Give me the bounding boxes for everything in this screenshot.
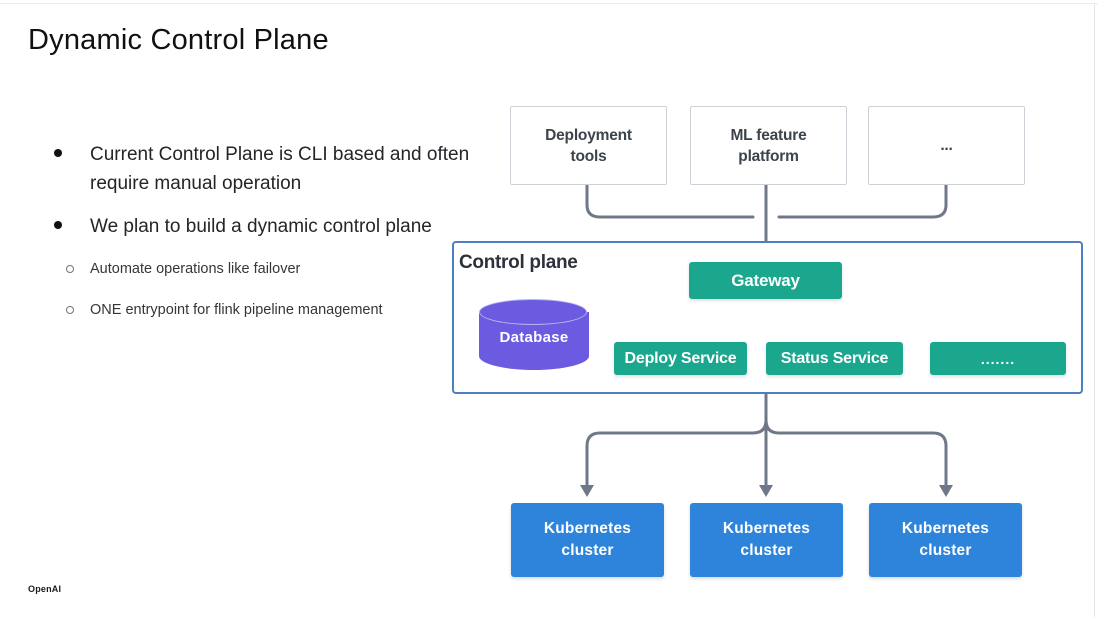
source-box-deployment-tools: Deployment tools [510, 106, 667, 185]
database-cylinder-top [479, 299, 587, 325]
bullet-dot-icon [54, 221, 62, 229]
gateway-node: Gateway [689, 262, 842, 299]
kubernetes-cluster-label: Kubernetes cluster [543, 520, 632, 559]
bullet-item-2: We plan to build a dynamic control plane [52, 212, 500, 241]
deploy-service-label: Deploy Service [624, 349, 737, 367]
source-box-label: Deployment tools [545, 126, 632, 165]
page-title: Dynamic Control Plane [28, 24, 329, 56]
source-box-ml-feature-platform: ML feature platform [690, 106, 847, 185]
deploy-service-node: Deploy Service [614, 342, 747, 375]
slide-top-border [0, 3, 1098, 4]
source-box-label: ... [940, 137, 953, 154]
bullet-item-1: Current Control Plane is CLI based and o… [52, 140, 500, 198]
circle-bullet-icon [66, 306, 74, 314]
connector-line [585, 418, 768, 487]
bullet-text: We plan to build a dynamic control plane [90, 216, 432, 237]
more-services-node: ....... [930, 342, 1066, 375]
control-plane-title: Control plane [459, 252, 578, 273]
kubernetes-cluster-node-2: Kubernetes cluster [690, 503, 843, 577]
arrow-down-icon [939, 485, 953, 497]
status-service-node: Status Service [766, 342, 903, 375]
sub-bullet-item-2: ONE entrypoint for flink pipeline manage… [64, 301, 484, 320]
connector-line [764, 418, 948, 487]
connector-line [777, 182, 948, 219]
bullet-text: Current Control Plane is CLI based and o… [90, 144, 470, 194]
kubernetes-cluster-node-3: Kubernetes cluster [869, 503, 1022, 577]
sub-bullet-item-1: Automate operations like failover [64, 260, 484, 279]
arrow-down-icon [759, 485, 773, 497]
connector-line [585, 182, 755, 219]
arrow-down-icon [580, 485, 594, 497]
database-cylinder: Database [479, 299, 589, 370]
sub-bullet-text: ONE entrypoint for flink pipeline manage… [90, 302, 383, 318]
kubernetes-cluster-node-1: Kubernetes cluster [511, 503, 664, 577]
gateway-label: Gateway [731, 270, 800, 290]
openai-logo: OpenAI [28, 584, 62, 594]
database-label: Database [499, 329, 569, 346]
source-box-label: ML feature platform [730, 126, 807, 165]
slide-right-border [1094, 3, 1095, 617]
sub-bullet-text: Automate operations like failover [90, 261, 301, 277]
bullet-dot-icon [54, 149, 62, 157]
more-services-label: ....... [980, 350, 1016, 367]
circle-bullet-icon [66, 265, 74, 273]
status-service-label: Status Service [780, 349, 889, 367]
source-box-ellipsis: ... [868, 106, 1025, 185]
kubernetes-cluster-label: Kubernetes cluster [722, 520, 811, 559]
kubernetes-cluster-label: Kubernetes cluster [901, 520, 990, 559]
